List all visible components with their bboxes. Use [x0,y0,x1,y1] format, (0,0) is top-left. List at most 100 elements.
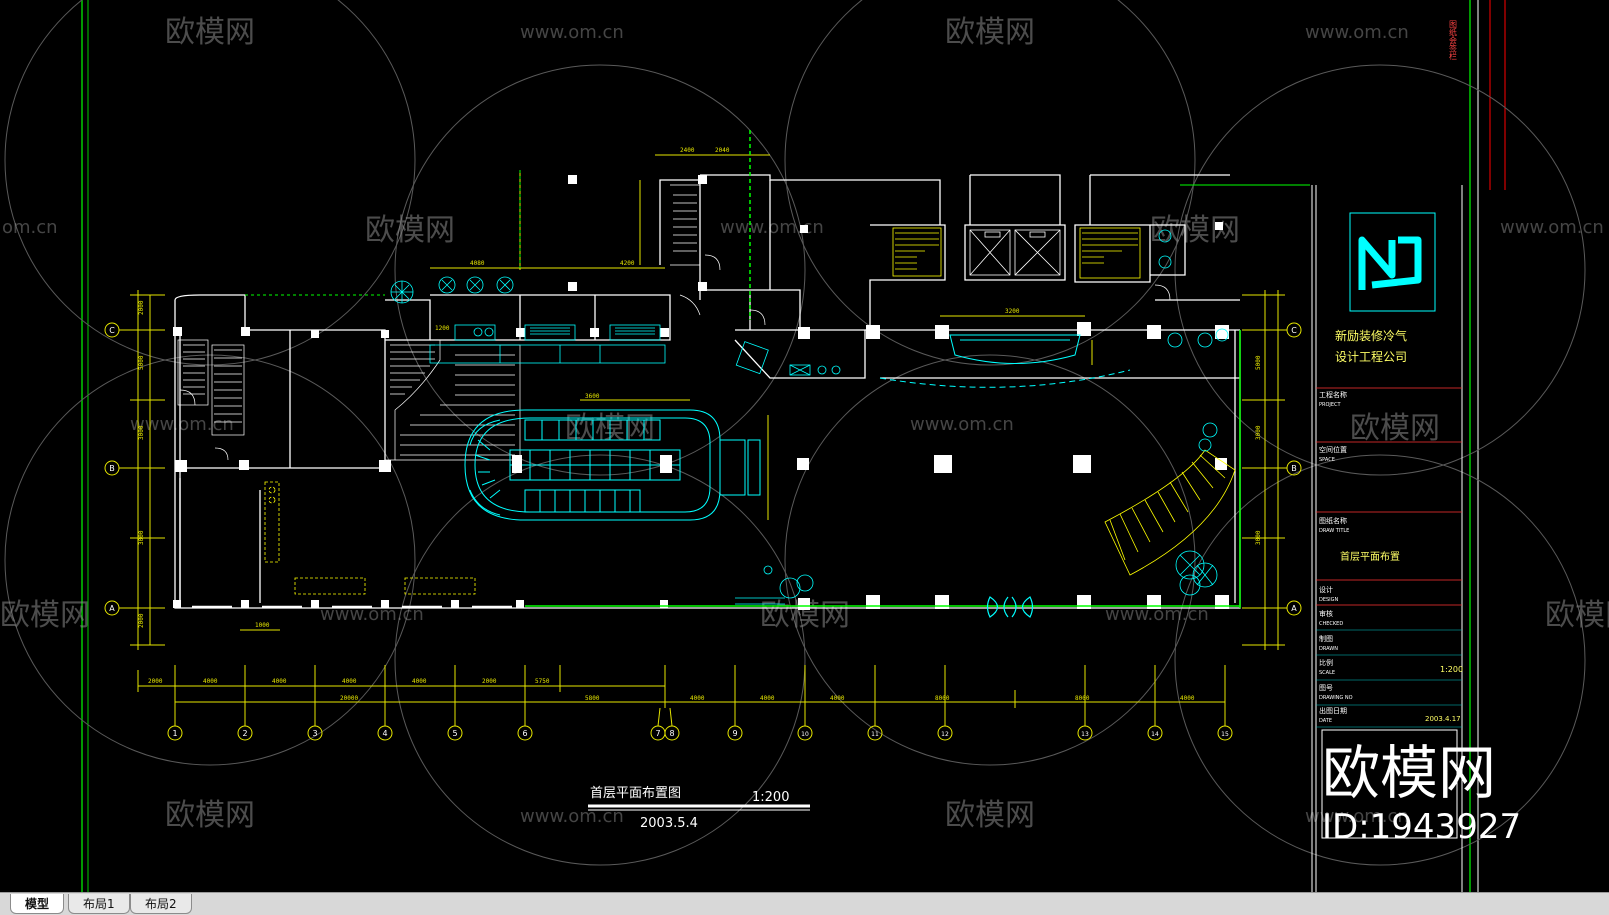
axis-label: 11 [871,731,879,738]
title-block: 新励装修冷气 设计工程公司 工程名称 PROJECT 空间位置 SPACE 图纸… [1311,20,1463,892]
svg-text:4000: 4000 [412,678,427,685]
floor-plan-drawing[interactable]: 欧模网 欧模网 欧模网 欧模网 欧模网 欧模网 欧模网 欧模网 欧模网 欧模网 … [0,0,1609,892]
grid-axis-bubbles: 1 2 3 4 5 6 7 8 9 10 11 12 13 14 15 C B … [104,322,1302,741]
svg-text:2000: 2000 [138,300,145,315]
svg-text:4000: 4000 [272,678,287,685]
watermark-url: www.om.cn [1305,806,1409,827]
axis-label: B [1291,464,1297,473]
axis-label: C [1291,326,1297,335]
watermark-url: www.om.cn [910,414,1014,435]
svg-text:4000: 4000 [203,678,218,685]
layout-tab-bar: 模型 布局1 布局2 [0,892,1609,915]
svg-text:图号: 图号 [1319,684,1333,692]
watermark-brand: 欧模网 [165,798,255,833]
svg-text:5800: 5800 [585,695,600,702]
watermark-url: www.om.cn [520,22,624,43]
svg-text:4080: 4080 [470,260,485,267]
plants [390,229,1229,605]
svg-text:5750: 5750 [535,678,550,685]
kitchen-fixtures [429,324,841,376]
elevators [969,229,1061,276]
svg-text:审核: 审核 [1319,609,1333,618]
axis-label: 3 [312,729,317,738]
svg-text:DATE: DATE [1319,718,1332,724]
svg-text:2000: 2000 [148,678,163,685]
svg-text:工程名称: 工程名称 [1319,390,1347,399]
svg-text:SCALE: SCALE [1319,670,1335,676]
tab-layout-2[interactable]: 布局2 [130,894,192,914]
svg-text:3000: 3000 [1255,530,1262,545]
columns [173,175,1229,610]
drawing-title-block: 首层平面布置图 1:200 2003.5.4 [588,786,810,831]
svg-text:4000: 4000 [830,695,845,702]
watermark-url: www.om.cn [1500,217,1604,238]
bar-counter [464,409,761,521]
door-swings [179,254,1171,461]
svg-text:3000: 3000 [138,530,145,545]
axis-label: A [1291,604,1297,613]
tab-layout-1[interactable]: 布局1 [68,894,130,914]
axis-label: A [109,604,115,613]
watermark-layer: 欧模网 欧模网 欧模网 欧模网 欧模网 欧模网 欧模网 欧模网 欧模网 欧模网 … [0,0,1609,866]
axis-label: 15 [1221,731,1229,738]
svg-text:20000: 20000 [340,695,358,702]
sign-column-label: 图纸会签栏 [1449,20,1458,61]
bar-columns [512,455,672,473]
company-name-line1: 新励装修冷气 [1335,328,1407,343]
watermark-brand: 欧模网 [1545,598,1609,633]
company-name-line2: 设计工程公司 [1335,349,1407,364]
tab-model[interactable]: 模型 [10,894,65,914]
dimension-texts: 2000 4000 4000 4000 4000 2000 5750 20000… [138,147,1262,702]
svg-text:4000: 4000 [690,695,705,702]
svg-text:8000: 8000 [1075,695,1090,702]
svg-text:SPACE: SPACE [1319,457,1335,463]
svg-text:DRAWING NO: DRAWING NO [1319,695,1353,701]
axis-label: 9 [732,729,737,738]
axis-label: 8 [669,729,674,738]
entrance-door [986,596,1034,618]
elevator-stairs [892,227,1236,576]
svg-text:2400: 2400 [680,147,695,154]
svg-text:1:200: 1:200 [1440,665,1463,674]
watermark-url: www.om.cn [1105,604,1209,625]
svg-text:设计: 设计 [1319,585,1333,594]
drawing-date: 2003.5.4 [640,816,698,831]
watermark-big-brand: 欧模网 [1322,739,1496,807]
svg-text:空间位置: 空间位置 [1319,445,1347,454]
display-tables [264,481,476,595]
watermark-url: www.om.cn [520,806,624,827]
sheet-border [81,0,1506,892]
watermark-brand: 欧模网 [0,598,90,633]
axis-label: 10 [801,731,809,738]
axis-label: B [109,464,115,473]
watermark-overlay: 欧模网 ID:1943927 [1322,739,1521,847]
svg-text:出图日期: 出图日期 [1319,706,1347,715]
watermark-brand: 欧模网 [945,798,1035,833]
svg-text:首层平面布置: 首层平面布置 [1340,550,1400,563]
svg-text:4000: 4000 [1180,695,1195,702]
svg-text:8000: 8000 [935,695,950,702]
svg-text:DRAWN: DRAWN [1319,646,1338,652]
watermark-brand: 欧模网 [165,15,255,50]
svg-text:CHECKED: CHECKED [1319,621,1343,627]
svg-text:1200: 1200 [435,325,450,332]
axis-label: 5 [452,729,457,738]
watermark-brand: 欧模网 [945,15,1035,50]
svg-text:4000: 4000 [760,695,775,702]
watermark-url-short: om.cn [2,217,58,238]
cad-model-space[interactable]: 欧模网 欧模网 欧模网 欧模网 欧模网 欧模网 欧模网 欧模网 欧模网 欧模网 … [0,0,1609,892]
svg-text:2000: 2000 [482,678,497,685]
company-logo [1349,212,1436,312]
svg-text:3200: 3200 [1005,308,1020,315]
axis-label: 13 [1081,731,1089,738]
glazing-lines [245,130,1310,608]
watermark-url: www.om.cn [320,604,424,625]
watermark-brand: 欧模网 [365,213,455,248]
svg-text:5000: 5000 [138,355,145,370]
svg-text:2040: 2040 [715,147,730,154]
axis-label: 7 [655,729,660,738]
svg-text:4200: 4200 [620,260,635,267]
svg-text:制图: 制图 [1319,634,1333,643]
svg-text:3600: 3600 [585,393,600,400]
drawing-scale: 1:200 [752,790,789,805]
